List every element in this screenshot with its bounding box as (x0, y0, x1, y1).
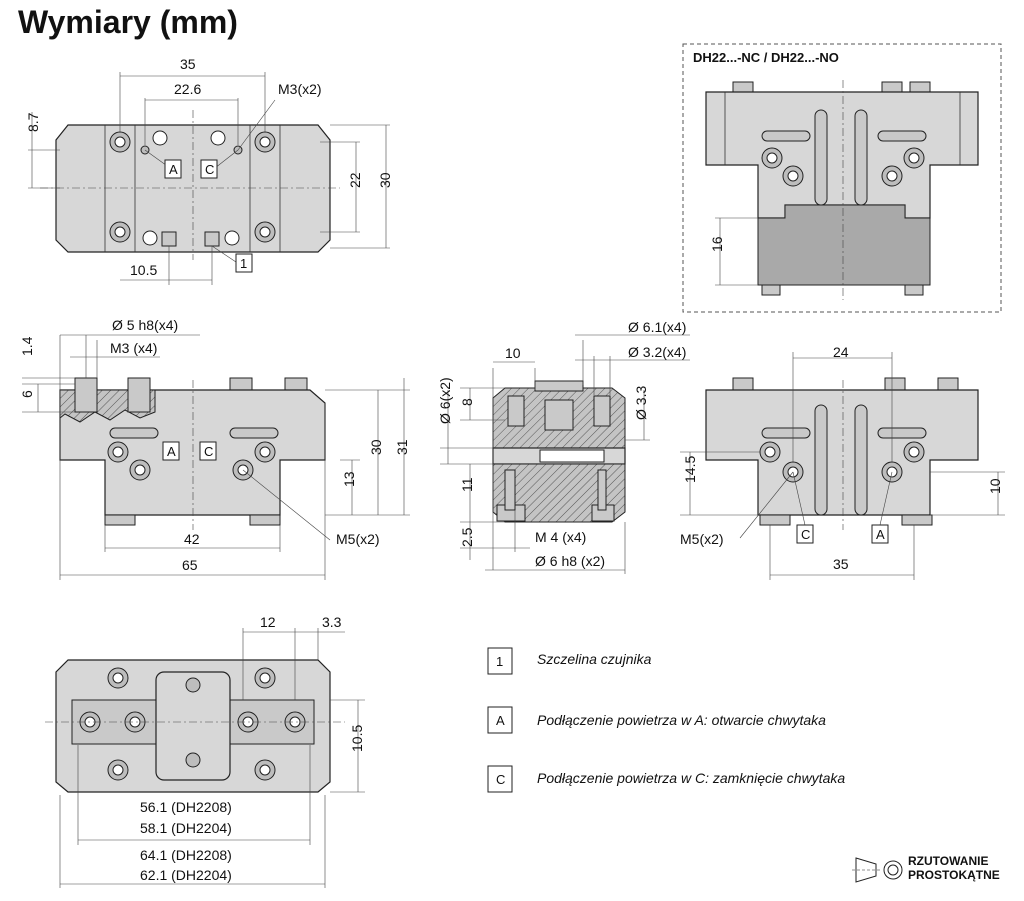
dim-top-22: 22 (347, 172, 363, 188)
dim-side-13: 13 (341, 471, 357, 487)
dim-var-16: 16 (709, 236, 725, 252)
dim-side-65: 65 (182, 557, 198, 573)
dim-side-phi5: Ø 5 h8(x4) (112, 317, 178, 333)
page-title: Wymiary (mm) (18, 4, 238, 40)
top-view-body (55, 124, 331, 253)
variant-view (705, 80, 979, 300)
dim-side-m5x2: M5(x2) (336, 531, 380, 547)
marker-c-side (199, 441, 217, 461)
dim-rs-m5x2: M5(x2) (680, 531, 724, 547)
dim-sec-phi3-3: Ø 3.3 (633, 386, 649, 420)
dim-bot-12: 12 (260, 614, 276, 630)
dim-top-10-5: 10.5 (130, 262, 157, 278)
right-side-view (680, 352, 1005, 580)
dim-bot-56-1: 56.1 (DH2208) (140, 799, 232, 815)
dim-side-30: 30 (368, 439, 384, 455)
dim-side-6: 6 (19, 390, 35, 398)
marker-c-top-label: C (205, 162, 214, 177)
dim-sec-10: 10 (505, 345, 521, 361)
side-view (22, 334, 410, 580)
projection-label-2: PROSTOKĄTNE (908, 868, 1000, 882)
marker-a-side (162, 441, 180, 461)
dim-top-m3x2: M3(x2) (278, 81, 322, 97)
section-view (440, 334, 690, 574)
dim-side-m3x4: M3 (x4) (110, 340, 157, 356)
top-view (28, 72, 390, 285)
marker-c-top (200, 159, 218, 179)
dim-sec-m4x4: M 4 (x4) (535, 529, 586, 545)
legend-text-1: Szczelina czujnika (537, 651, 652, 667)
dim-sec-phi3-2: Ø 3.2(x4) (628, 344, 686, 360)
dim-rs-35: 35 (833, 556, 849, 572)
dim-top-30: 30 (377, 172, 393, 188)
projection-symbol-icon (852, 857, 903, 883)
legend-key-a-box (487, 706, 513, 734)
legend-text-c: Podłączenie powietrza w C: zamknięcie ch… (537, 770, 845, 786)
dim-rs-10: 10 (987, 478, 1003, 494)
marker-a-side-label: A (167, 444, 176, 459)
marker-a-top-label: A (169, 162, 178, 177)
dim-side-31: 31 (394, 439, 410, 455)
dim-side-1-4: 1.4 (19, 336, 35, 356)
dim-sec-11: 11 (459, 477, 475, 492)
bottom-center-plate (155, 671, 231, 781)
dim-sec-phi6h8: Ø 6 h8 (x2) (535, 553, 605, 569)
dim-bot-64-1: 64.1 (DH2208) (140, 847, 232, 863)
dim-bot-58-1: 58.1 (DH2204) (140, 820, 232, 836)
marker-a-top (164, 159, 182, 179)
dim-rs-24: 24 (833, 344, 849, 360)
dim-bot-3-3: 3.3 (322, 614, 342, 630)
marker-a-rs-label: A (876, 527, 885, 542)
variant-dark-section (757, 204, 931, 286)
dim-sec-phi6x2: Ø 6(x2) (437, 377, 453, 424)
dim-sec-8: 8 (459, 398, 475, 406)
marker-1-top-label: 1 (240, 256, 247, 271)
dim-rs-14-5: 14.5 (682, 456, 698, 483)
bottom-view (45, 628, 365, 888)
projection-label-1: RZUTOWANIE (908, 854, 988, 868)
dim-bot-10-5: 10.5 (349, 725, 365, 752)
legend-text-a: Podłączenie powietrza w A: otwarcie chwy… (537, 712, 826, 728)
legend-key-a: A (496, 713, 505, 728)
legend-key-1: 1 (496, 654, 503, 669)
legend-key-c-box (487, 765, 513, 793)
dim-sec-phi6-1: Ø 6.1(x4) (628, 319, 686, 335)
marker-c-rs (796, 524, 814, 544)
dim-top-35: 35 (180, 56, 196, 72)
variant-title: DH22...-NC / DH22...-NO (693, 50, 839, 65)
marker-c-rs-label: C (801, 527, 810, 542)
dim-top-22-6: 22.6 (174, 81, 201, 97)
dim-side-42: 42 (184, 531, 200, 547)
dim-bot-62-1: 62.1 (DH2204) (140, 867, 232, 883)
dim-sec-2-5: 2.5 (459, 527, 475, 547)
legend-key-c: C (496, 772, 505, 787)
marker-1-top (235, 253, 253, 273)
marker-a-rs (871, 524, 889, 544)
dim-top-8-7: 8.7 (25, 112, 41, 132)
marker-c-side-label: C (204, 444, 213, 459)
variant-box (682, 43, 1002, 313)
legend-key-1-box (487, 647, 513, 675)
legend (487, 647, 513, 793)
